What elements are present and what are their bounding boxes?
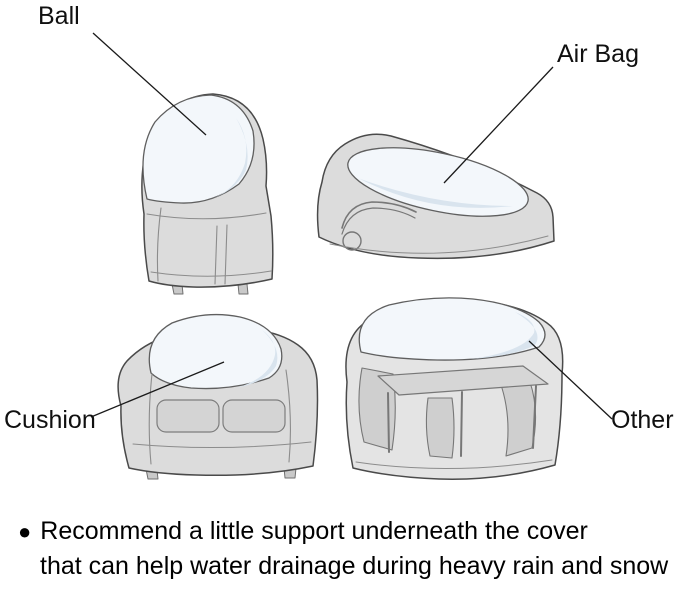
note-text-1: Recommend a little support underneath th… [40, 517, 588, 545]
loveseat-cover-illustration [117, 313, 319, 480]
chair-hem-line [150, 270, 272, 277]
cushion-support-shade [236, 330, 278, 388]
airbag-support-shade [359, 178, 513, 208]
loveseat-left-arm-line [148, 373, 153, 465]
table-leg-1 [387, 392, 390, 453]
table-set-cover-illustration [345, 297, 564, 480]
chaise-armrest-frame [341, 201, 417, 229]
cushion-leader-line [90, 361, 225, 418]
chair-left-drape-line [156, 207, 162, 282]
bullet-dot-icon: ● [18, 519, 32, 544]
label-air-bag: Air Bag [557, 40, 639, 68]
table-set-hem-line [355, 459, 553, 470]
table-leg-2 [532, 385, 537, 449]
chair-fold-line-1 [214, 225, 218, 285]
chair-mid-under-cover [425, 397, 455, 459]
support-note: ● Recommend a little support underneath t… [18, 514, 668, 584]
loveseat-right-arm-line [285, 369, 291, 463]
label-other: Other [611, 406, 674, 434]
chaise-hem-line [329, 235, 549, 254]
airbag-support [347, 147, 529, 217]
chaise-cover-illustration [316, 133, 555, 260]
chaise-armrest-frame-inner [341, 207, 416, 235]
loveseat-seat-cushion-left [156, 399, 220, 433]
cushion-support-dome [148, 313, 283, 390]
table-top [377, 365, 549, 396]
note-line-2: that can help water drainage during heav… [40, 552, 669, 580]
ball-support-shade [204, 118, 248, 201]
airbag-leader-line [443, 66, 554, 184]
label-ball: Ball [38, 2, 80, 30]
other-support-shade [470, 312, 538, 359]
table-leg-3 [460, 391, 463, 457]
chair-seat-seam [146, 212, 267, 220]
chair-foot-right [237, 283, 249, 295]
other-leader-line [528, 340, 613, 420]
chaise-wheel [342, 231, 362, 251]
chair-fold-line-2 [224, 224, 228, 285]
chair-cover-illustration [141, 93, 274, 295]
ball-support-dome [142, 94, 255, 204]
leader-lines [90, 32, 613, 420]
loveseat-seat-cushion-right [222, 399, 286, 433]
note-line-1: ● Recommend a little support underneath t… [18, 514, 668, 549]
ball-leader-line [92, 32, 207, 136]
label-cushion: Cushion [4, 406, 96, 434]
other-support-dome [358, 297, 546, 361]
loveseat-skirt-line [132, 441, 312, 449]
